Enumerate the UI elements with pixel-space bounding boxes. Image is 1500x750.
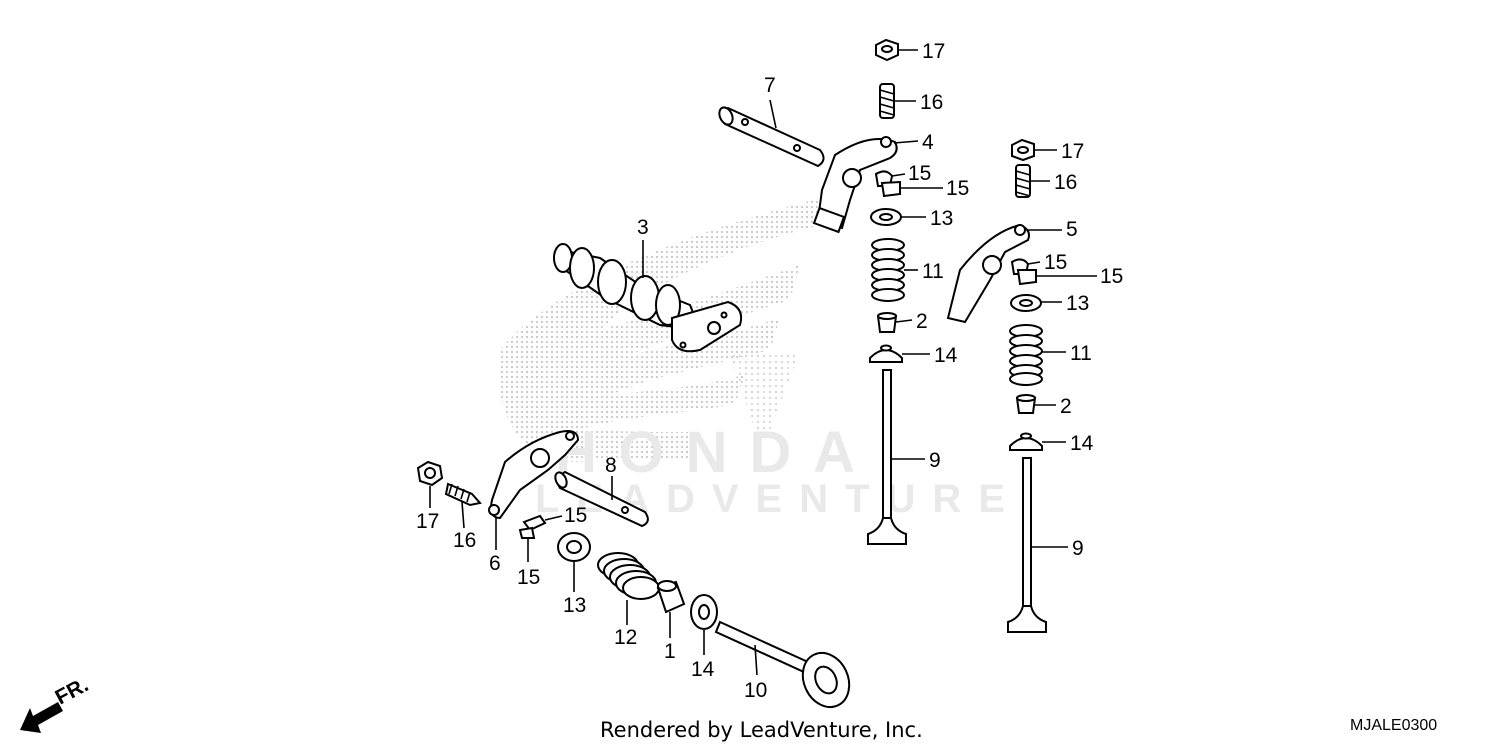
wing-center-icon <box>730 352 800 430</box>
callout-14: 14 <box>1070 432 1094 455</box>
credit-footer: Rendered by LeadVenture, Inc. <box>600 718 923 742</box>
spring-seat-14-center <box>869 344 903 363</box>
spring-seat-14-right <box>1009 432 1043 451</box>
leader-lines <box>429 49 1097 676</box>
valve-9-center <box>867 369 907 545</box>
watermark: HONDA LEADVENTURE <box>498 195 1005 521</box>
rocker-shaft-upper <box>718 106 825 168</box>
callout-8: 8 <box>605 454 617 477</box>
valve-spring-11-center <box>871 238 905 302</box>
callout-11: 11 <box>922 260 944 283</box>
callout-1: 1 <box>664 640 676 663</box>
callouts: 17 16 4 15 15 13 11 2 14 9 17 16 5 15 15… <box>416 40 1123 702</box>
wing-watermark-icon <box>498 195 830 462</box>
adjust-screw-16-center <box>879 83 895 119</box>
nut-17-center <box>875 38 899 62</box>
adjust-screw-16-left <box>444 482 482 507</box>
callout-15: 15 <box>908 162 931 185</box>
callout-15: 15 <box>564 504 587 527</box>
spring-seat-14-lower <box>690 594 718 630</box>
nut-17-right <box>1011 138 1035 162</box>
callout-15: 15 <box>1044 251 1067 274</box>
callout-12: 12 <box>614 626 637 649</box>
callout-3: 3 <box>637 216 649 239</box>
callout-15: 15 <box>517 566 540 589</box>
callout-6: 6 <box>489 552 501 575</box>
valve-10 <box>714 620 851 709</box>
valve-seal-1 <box>656 580 686 614</box>
rocker-arm-6 <box>488 430 580 520</box>
valve-9-right <box>1007 457 1047 633</box>
callout-9: 9 <box>929 449 941 472</box>
diagram-code: MJALE0300 <box>1350 717 1438 734</box>
nut-17-left <box>416 460 444 487</box>
callout-16: 16 <box>453 529 476 552</box>
front-arrow-icon <box>20 702 63 733</box>
callout-5: 5 <box>1066 218 1078 241</box>
callout-2: 2 <box>1060 395 1072 418</box>
front-direction-marker: FR. <box>20 673 92 733</box>
valve-seal-2-center <box>876 312 898 333</box>
callout-15: 15 <box>946 177 969 200</box>
rocker-arm-4 <box>812 136 898 234</box>
rocker-arm-5 <box>946 223 1030 324</box>
callout-17: 17 <box>416 510 439 533</box>
callout-17: 17 <box>922 40 945 63</box>
callout-10: 10 <box>744 679 767 702</box>
camshaft <box>553 243 743 353</box>
callout-13: 13 <box>563 594 586 617</box>
callout-14: 14 <box>691 658 715 681</box>
callout-2: 2 <box>916 310 928 333</box>
retainer-13-lower <box>557 532 591 562</box>
callout-13: 13 <box>1066 292 1089 315</box>
cotter-15-right <box>1010 258 1037 286</box>
retainer-13-center <box>870 208 902 226</box>
callout-7: 7 <box>764 74 776 97</box>
valve-spring-11-right <box>1009 324 1043 386</box>
callout-9: 9 <box>1072 537 1084 560</box>
callout-4: 4 <box>922 131 934 154</box>
callout-14: 14 <box>934 344 958 367</box>
rocker-shaft-lower <box>554 470 649 528</box>
callout-17: 17 <box>1061 140 1084 163</box>
cotter-15-lower <box>518 514 547 539</box>
callout-11: 11 <box>1070 342 1092 365</box>
callout-16: 16 <box>1054 171 1077 194</box>
callout-15: 15 <box>1100 265 1123 288</box>
callout-16: 16 <box>920 91 943 114</box>
retainer-13-right <box>1010 294 1042 312</box>
valve-seal-2-right <box>1015 394 1037 414</box>
cotter-15-center <box>874 170 901 198</box>
adjust-screw-16-right <box>1015 164 1031 198</box>
valve-spring-12 <box>597 552 660 600</box>
callout-13: 13 <box>930 207 953 230</box>
